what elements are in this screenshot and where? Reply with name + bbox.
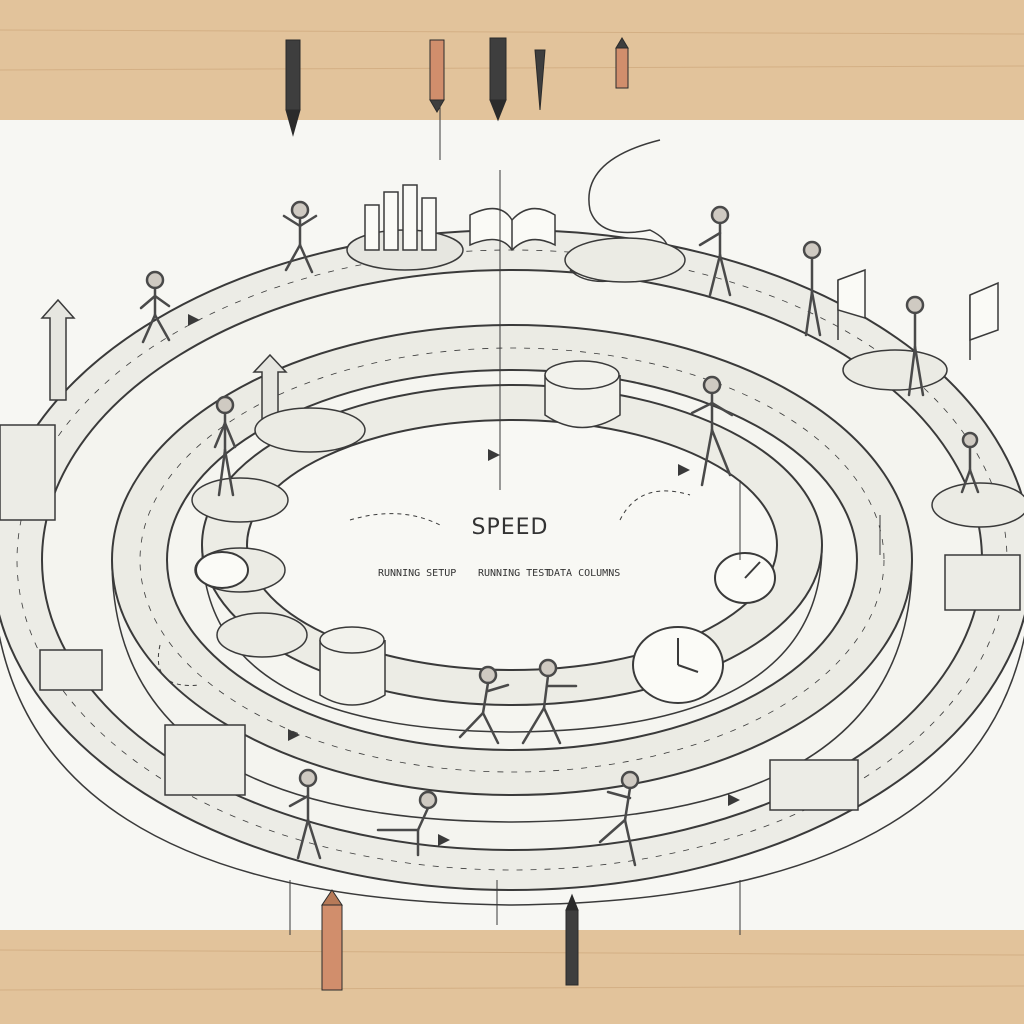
runner-figure [213, 395, 237, 497]
runner-figures [139, 200, 980, 867]
runner-figure [698, 205, 732, 297]
crates [0, 424, 1021, 811]
direction-arrows [188, 314, 740, 846]
runner-figure [376, 790, 438, 857]
runner-figure [139, 270, 171, 344]
leader-lines [157, 100, 881, 935]
runner-figure [905, 295, 925, 397]
spiral-ribbon [564, 139, 686, 283]
pencil [429, 39, 445, 113]
flags [837, 268, 999, 360]
runner-figure [690, 375, 734, 487]
flow-step-3: DATA COLUMNS [548, 568, 621, 579]
pencils [285, 37, 629, 991]
runner-figure [458, 665, 510, 745]
pencil [285, 39, 301, 137]
runner-figure [288, 768, 322, 860]
flow-step-1: RUNNING SETUP [378, 568, 457, 579]
wood-grain [0, 29, 1024, 991]
pencil [321, 889, 343, 991]
bar-chart-platform [346, 184, 464, 271]
stopwatch-right [714, 552, 776, 604]
pencil [489, 37, 507, 122]
runner-figure [802, 240, 822, 337]
runner-figure [598, 770, 640, 867]
cylinders [319, 360, 621, 706]
runner-figure [521, 658, 578, 745]
stopwatch-left [195, 551, 249, 589]
runner-figure [960, 431, 980, 494]
pencil [615, 37, 629, 89]
inner-track [201, 384, 823, 706]
stopwatch-large [632, 626, 724, 704]
pencil [534, 49, 546, 111]
runner-figure [282, 200, 318, 274]
diagram-title: SPEED [471, 515, 549, 540]
pencil [565, 893, 579, 986]
flow-step-2: RUNNING TEST [478, 568, 551, 579]
